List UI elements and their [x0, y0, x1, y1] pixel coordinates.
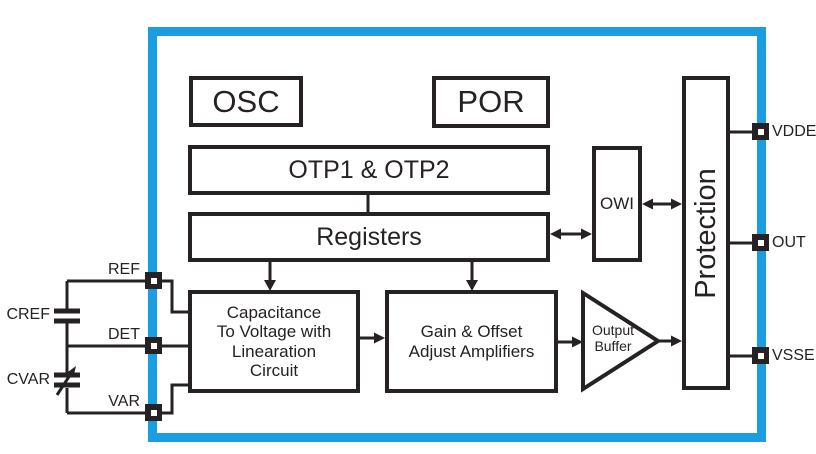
por-block: POR — [432, 76, 550, 128]
arrowhead-registers-to-gain — [466, 280, 478, 291]
pin-vdde — [752, 123, 769, 140]
gain-offset-block: Gain & Offset Adjust Amplifiers — [385, 290, 558, 393]
output-buffer-label: Output Buffer — [591, 322, 635, 354]
pin-label-ref: REF — [108, 261, 140, 278]
output-buffer-triangle — [581, 289, 662, 393]
pin-ref — [145, 272, 162, 289]
pin-label-vsse: VSSE — [772, 347, 815, 364]
registers-block: Registers — [188, 212, 550, 262]
pin-out — [752, 234, 769, 251]
c2v-block: Capacitance To Voltage with Linearation … — [188, 290, 360, 393]
arrowhead-c2v-to-gain — [374, 332, 385, 344]
cvar-label: CVAR — [6, 371, 50, 388]
arrowhead-registers-to-owi — [581, 228, 592, 240]
pin-var — [145, 404, 162, 421]
otp-block: OTP1 & OTP2 — [188, 145, 550, 195]
pin-label-out: OUT — [772, 234, 806, 251]
arrowhead-gain-to-buffer — [572, 336, 583, 348]
wire-var-internal — [162, 383, 188, 415]
arrowhead-protection-to-owi — [642, 198, 653, 210]
pin-vsse — [752, 347, 769, 364]
protection-label: Protection — [689, 167, 722, 299]
wire-ref-internal — [162, 279, 188, 314]
arrowhead-registers-to-c2v — [264, 280, 276, 291]
arrowhead-buffer-to-protection — [671, 335, 682, 347]
pin-label-var: VAR — [108, 393, 140, 410]
osc-block: OSC — [189, 76, 303, 127]
pin-label-det: DET — [108, 326, 140, 343]
protection-block: Protection — [682, 76, 730, 390]
pin-det — [145, 337, 162, 354]
owi-block: OWI — [592, 146, 642, 262]
arrowhead-owi-to-protection — [671, 198, 682, 210]
arrowhead-owi-to-registers — [550, 228, 561, 240]
pin-label-vdde: VDDE — [772, 123, 816, 140]
cvar-variable-arrowhead — [66, 366, 76, 378]
cref-label: CREF — [6, 306, 50, 323]
